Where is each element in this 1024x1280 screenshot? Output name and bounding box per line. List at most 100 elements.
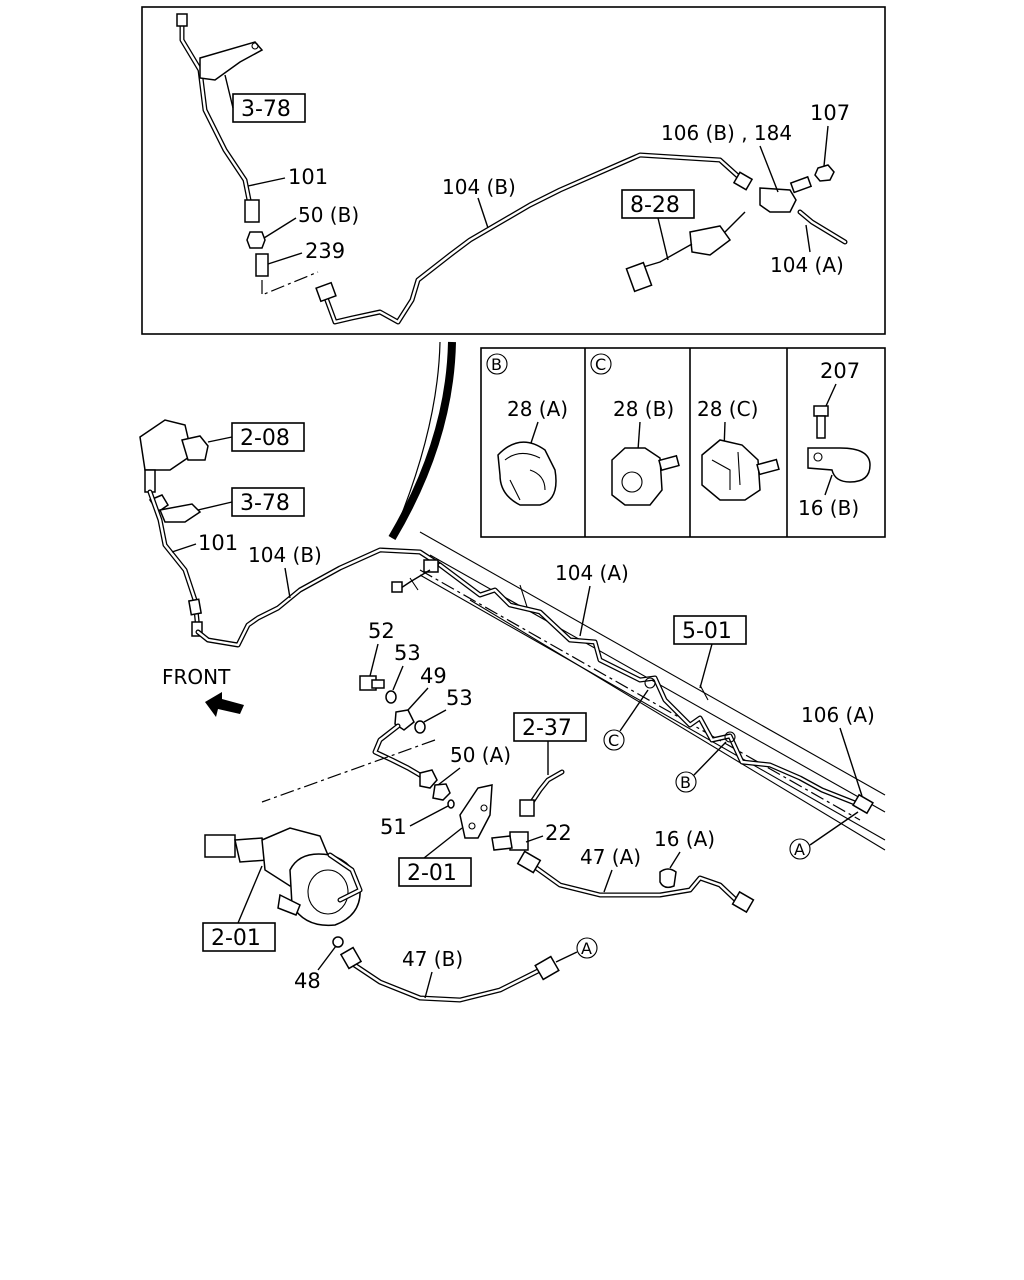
top-ref-8-28: 8-28 bbox=[621, 189, 695, 261]
clip-28c bbox=[701, 439, 761, 501]
svg-text:A: A bbox=[581, 939, 592, 958]
detail-frame bbox=[480, 347, 886, 538]
bolt-207 bbox=[813, 405, 829, 417]
ref-3-78-main: 3-78 bbox=[197, 487, 305, 517]
svg-text:5-01: 5-01 bbox=[682, 619, 732, 644]
clip-28a bbox=[497, 441, 557, 506]
main-diagram: FRONT bbox=[139, 419, 886, 1003]
bracket-top bbox=[199, 41, 264, 81]
label-50a: 50 (A) bbox=[450, 743, 511, 767]
detail-panels: B 28 (A) C 28 (B) 28 (C) 207 bbox=[480, 347, 886, 538]
ref-5-01: 5-01 bbox=[673, 615, 747, 689]
label-106b-184: 106 (B) , 184 bbox=[661, 121, 792, 145]
svg-text:3-78: 3-78 bbox=[240, 491, 290, 516]
marker-a-frame: A bbox=[789, 811, 859, 860]
svg-text:2-08: 2-08 bbox=[240, 426, 290, 451]
label-22: 22 bbox=[545, 821, 572, 845]
ref-2-01-left: 2-01 bbox=[202, 865, 276, 952]
svg-text:28 (B): 28 (B) bbox=[613, 397, 674, 421]
svg-text:C: C bbox=[595, 355, 606, 374]
front-arrow-icon bbox=[205, 692, 244, 717]
washer-53b bbox=[414, 720, 426, 734]
dashed-connect-main bbox=[261, 739, 436, 803]
clamp-16b bbox=[807, 447, 871, 483]
sensor-connector bbox=[625, 261, 653, 293]
label-53b: 53 bbox=[446, 686, 473, 710]
marker-b-main: B bbox=[675, 741, 727, 793]
booster-body bbox=[289, 853, 361, 927]
marker-b bbox=[486, 353, 508, 375]
sensor-wire bbox=[639, 243, 693, 269]
ref-2-37: 2-37 bbox=[513, 712, 587, 775]
label-53a: 53 bbox=[394, 641, 421, 665]
label-47a: 47 (A) bbox=[580, 845, 641, 869]
clip-b-main bbox=[724, 731, 736, 743]
ref-2-01-center: 2-01 bbox=[398, 827, 472, 887]
nut-107 bbox=[814, 164, 835, 182]
reservoir-cap bbox=[181, 435, 209, 461]
label-52: 52 bbox=[368, 619, 395, 643]
label-104a-main: 104 (A) bbox=[555, 561, 629, 585]
svg-text:28 (C): 28 (C) bbox=[697, 397, 758, 421]
union-239 bbox=[255, 253, 269, 277]
marker-c-main: C bbox=[603, 689, 649, 751]
sensor-8-28 bbox=[689, 225, 732, 256]
fitting-short bbox=[419, 769, 438, 789]
fitting-101-end bbox=[244, 199, 260, 223]
tee-main bbox=[423, 559, 439, 573]
label-104b-main: 104 (B) bbox=[248, 543, 322, 567]
tee-branch bbox=[789, 175, 813, 194]
line-104a-main bbox=[437, 562, 863, 808]
detail-207: 207 16 (B) bbox=[798, 359, 871, 520]
label-106a: 106 (A) bbox=[801, 703, 875, 727]
label-101: 101 bbox=[288, 165, 328, 189]
clutch-booster bbox=[204, 827, 363, 948]
label-48: 48 bbox=[294, 969, 321, 993]
svg-text:28 (A): 28 (A) bbox=[507, 397, 568, 421]
svg-text:C: C bbox=[608, 731, 619, 750]
label-101-main: 101 bbox=[198, 531, 238, 555]
hose-2-37 bbox=[527, 769, 565, 808]
booster-connector bbox=[204, 834, 236, 858]
union-22 bbox=[509, 831, 529, 851]
svg-text:16 (B): 16 (B) bbox=[798, 496, 859, 520]
label-107: 107 bbox=[810, 101, 850, 125]
svg-text:8-28: 8-28 bbox=[630, 193, 680, 218]
svg-text:B: B bbox=[491, 355, 502, 374]
washer-48 bbox=[332, 936, 344, 948]
label-104a-top: 104 (A) bbox=[770, 253, 844, 277]
ref-2-08: 2-08 bbox=[207, 422, 305, 452]
connection-arc bbox=[388, 341, 456, 541]
svg-text:2-37: 2-37 bbox=[522, 716, 572, 741]
svg-text:2-01: 2-01 bbox=[407, 861, 457, 886]
svg-text:B: B bbox=[680, 773, 691, 792]
label-239: 239 bbox=[305, 239, 345, 263]
washer-51 bbox=[447, 799, 455, 809]
marker-a-47b: A bbox=[555, 937, 598, 963]
detail-28c: 28 (C) bbox=[697, 397, 780, 501]
fitting-top bbox=[176, 13, 188, 27]
label-51: 51 bbox=[380, 815, 407, 839]
svg-text:2-01: 2-01 bbox=[211, 926, 261, 951]
svg-text:3-78: 3-78 bbox=[241, 97, 291, 122]
clip-c-main bbox=[644, 677, 656, 689]
bracket-2-01 bbox=[459, 784, 493, 839]
label-50b: 50 (B) bbox=[298, 203, 359, 227]
nut-50b bbox=[246, 231, 266, 249]
front-label: FRONT bbox=[162, 665, 231, 689]
label-47b: 47 (B) bbox=[402, 947, 463, 971]
fitting-104b-end bbox=[315, 281, 337, 303]
washer-53a bbox=[385, 690, 397, 704]
bracket-main bbox=[158, 503, 202, 523]
top-panel-frame bbox=[141, 6, 886, 335]
centerline bbox=[419, 569, 861, 821]
detail-c: C 28 (B) bbox=[590, 353, 680, 506]
top-panel: 3-78 8-28 101 50 (B) 239 104 (B) 106 (B)… bbox=[141, 6, 886, 335]
svg-text:207: 207 bbox=[820, 359, 860, 383]
svg-text:A: A bbox=[794, 840, 805, 859]
clip-28b bbox=[611, 447, 663, 506]
label-104b-top: 104 (B) bbox=[442, 175, 516, 199]
label-49: 49 bbox=[420, 664, 447, 688]
line-104b-top bbox=[322, 152, 743, 325]
